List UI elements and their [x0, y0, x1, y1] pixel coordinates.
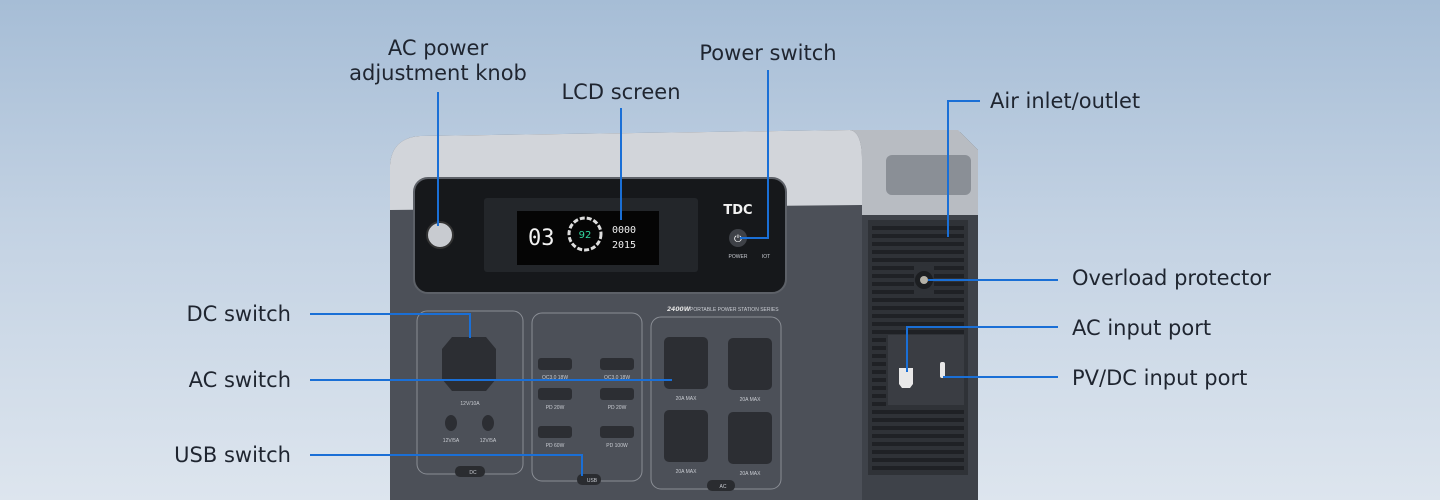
dc-port-label: 12V/5A — [443, 438, 460, 444]
ac-outlet-label: 20A MAX — [676, 396, 698, 402]
iot-label: IOT — [762, 254, 770, 260]
callout-usb-switch: USB switch — [174, 443, 291, 467]
callout-air: Air inlet/outlet — [990, 89, 1141, 113]
vent-slat — [872, 442, 964, 446]
vent-slat — [872, 402, 886, 406]
usb-port-label: PD 20W — [608, 405, 627, 411]
vent-slat — [872, 466, 964, 470]
usb-switch-label: USB — [587, 478, 598, 484]
lcd-battery-percent: 92 — [579, 230, 592, 241]
dc-switch-label: DC — [469, 470, 477, 476]
vent-slat — [872, 330, 964, 334]
vent-slat — [872, 338, 886, 342]
vent-slat — [872, 234, 964, 238]
vent-slat — [872, 314, 964, 318]
ac-outlet[interactable] — [664, 337, 708, 389]
model-text: 2400W — [667, 306, 691, 313]
vent-slat — [872, 346, 886, 350]
callout-dc-switch: DC switch — [186, 302, 291, 326]
vent-slat — [872, 322, 964, 326]
vent-slat — [872, 354, 886, 358]
usb-port-label: PD 20W — [546, 405, 565, 411]
ac-outlet[interactable] — [728, 338, 772, 390]
vent-slat — [872, 258, 964, 262]
vent-slat — [872, 426, 964, 430]
usb-switch[interactable] — [577, 474, 601, 485]
vent-slat — [872, 418, 964, 422]
dc-port-label: 12V/5A — [480, 438, 497, 444]
callout-knob-line2: adjustment knob — [349, 61, 527, 85]
vent-slat — [872, 434, 964, 438]
ac-outlet[interactable] — [728, 412, 772, 464]
vent-slat — [872, 410, 964, 414]
vent-slat — [872, 378, 886, 382]
usb-port[interactable] — [538, 426, 572, 438]
power-icon: ⏻ — [734, 234, 742, 245]
callout-knob: AC power adjustment knob — [349, 36, 527, 86]
usb-port[interactable] — [538, 358, 572, 370]
callout-ac-switch: AC switch — [188, 368, 291, 392]
vent-slat — [872, 394, 886, 398]
callout-lcd: LCD screen — [561, 80, 681, 104]
vent-slat — [872, 242, 964, 246]
callout-knob-line1: AC power — [387, 36, 489, 60]
ac-outlet-label: 20A MAX — [676, 469, 698, 475]
vent-slat — [872, 386, 886, 390]
brand-logo: TDC — [723, 203, 752, 218]
vent-slat — [872, 458, 964, 462]
power-label: POWER — [729, 254, 748, 260]
usb-port-label: PD 60W — [546, 443, 565, 449]
callout-pv-input: PV/DC input port — [1072, 366, 1248, 390]
lcd-right-bottom: 2015 — [612, 240, 636, 251]
device-side — [850, 130, 978, 500]
usb-port[interactable] — [600, 358, 634, 370]
power-button[interactable] — [729, 229, 747, 247]
ac-switch-label: AC — [720, 484, 727, 490]
vent-slat — [872, 298, 964, 302]
ac-switch[interactable] — [707, 480, 735, 491]
usb-port-label: QC3.0 18W — [604, 375, 630, 381]
vent-slat — [872, 306, 964, 310]
dc-switch[interactable] — [455, 466, 485, 477]
pv-dc-input-port[interactable] — [940, 362, 945, 378]
vent-slat — [872, 226, 964, 230]
ac-outlet[interactable] — [664, 410, 708, 462]
callout-power-switch: Power switch — [699, 41, 837, 65]
usb-port[interactable] — [600, 426, 634, 438]
usb-port[interactable] — [538, 388, 572, 400]
ac-outlet-label: 20A MAX — [740, 397, 762, 403]
device-front: 03 92 0000 2015 TDC ⏻ POWER IOT 2400W PO… — [390, 130, 862, 500]
ac-input-port[interactable] — [899, 368, 913, 388]
usb-port-label: QC3.0 18W — [542, 375, 568, 381]
vent-slat — [872, 250, 964, 254]
car-port[interactable] — [442, 337, 496, 391]
series-text: PORTABLE POWER STATION SERIES — [690, 307, 779, 313]
ac-power-knob[interactable] — [426, 221, 454, 249]
lcd-left-value: 03 — [528, 226, 555, 251]
vent-slat — [872, 450, 964, 454]
callout-overload: Overload protector — [1072, 266, 1271, 290]
ac-outlet-label: 20A MAX — [740, 471, 762, 477]
overload-protector[interactable] — [920, 276, 928, 284]
handle — [886, 155, 971, 195]
usb-port[interactable] — [600, 388, 634, 400]
callout-ac-input: AC input port — [1072, 316, 1212, 340]
usb-port-label: PD 100W — [606, 443, 628, 449]
car-port-label: 12V/10A — [460, 401, 480, 407]
lcd-right-top: 0000 — [612, 225, 636, 236]
callout-lines — [310, 70, 1058, 476]
vent-slat — [872, 362, 886, 366]
vent-slat — [872, 370, 886, 374]
lcd-screen — [517, 211, 659, 265]
